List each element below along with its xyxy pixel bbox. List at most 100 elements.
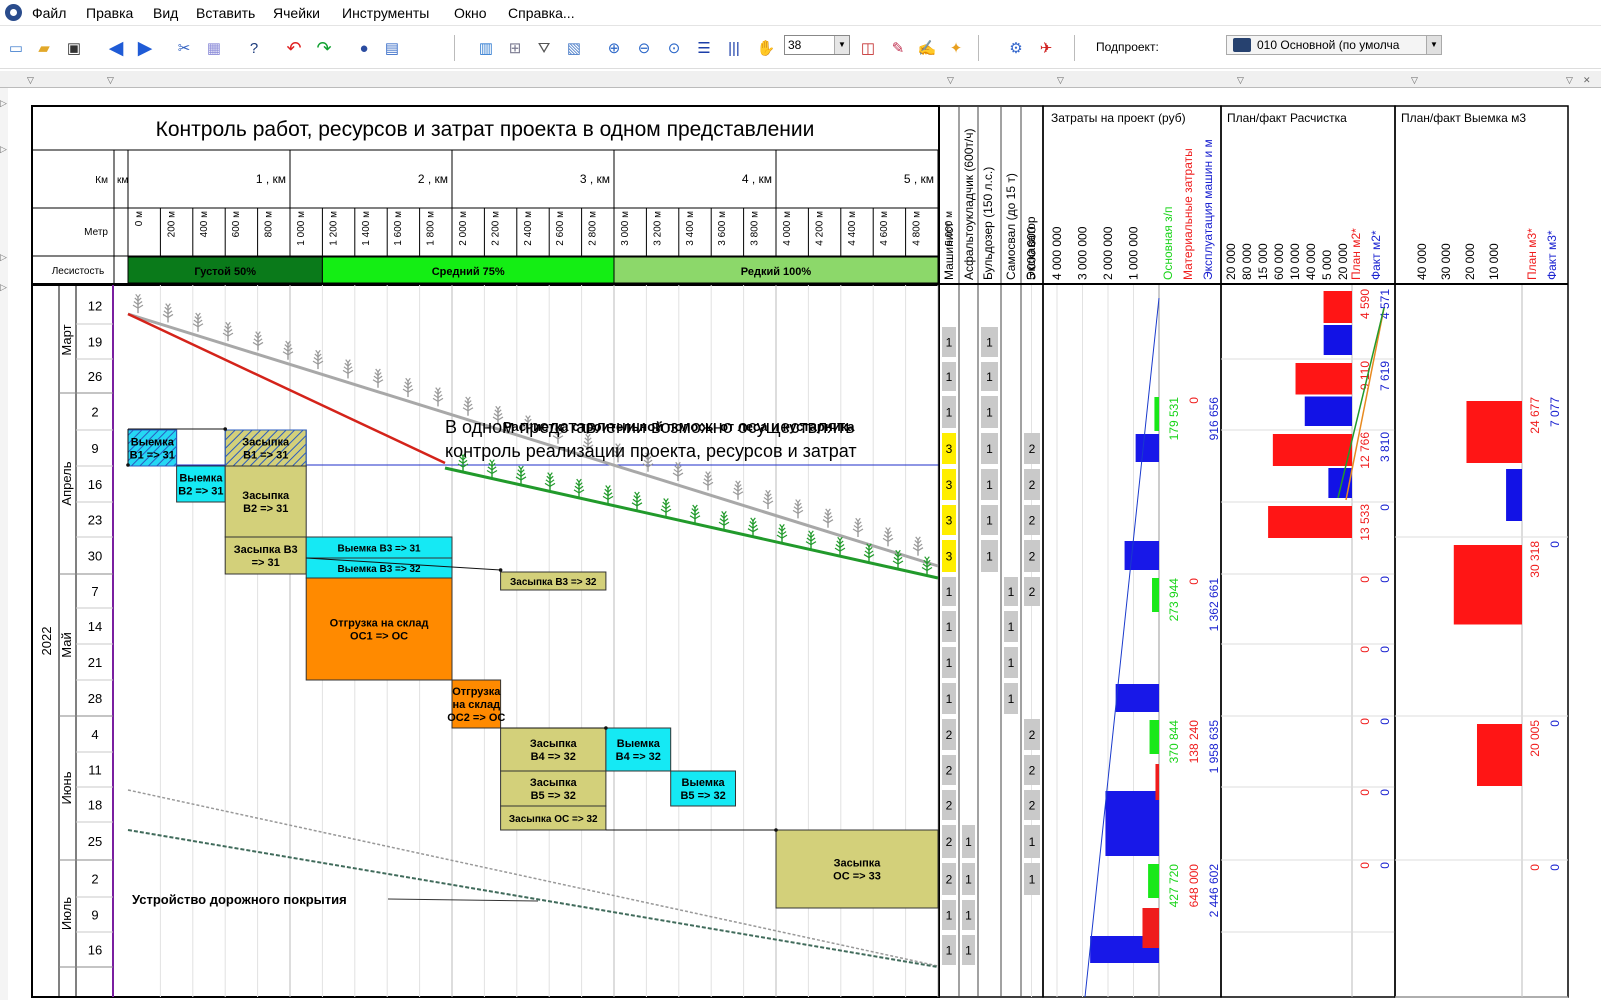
settings-icon[interactable]: ⚙ xyxy=(1009,40,1023,57)
tree-branch xyxy=(632,498,638,503)
menu-insert[interactable]: Вставить xyxy=(196,5,256,21)
clearing-axis-label: 5 000 xyxy=(1320,250,1334,280)
tree-branch xyxy=(342,369,349,374)
app-logo-icon[interactable] xyxy=(5,4,22,21)
edit-icon[interactable]: ✍ xyxy=(917,40,937,57)
plan-value: 20 005 xyxy=(1528,720,1542,757)
tree-branch xyxy=(457,463,464,468)
columns-icon[interactable]: ||| xyxy=(728,39,740,57)
subproject-select[interactable]: 010 Основной (по умолча▼ xyxy=(1226,35,1442,55)
tree-branch xyxy=(839,536,843,541)
hand-icon[interactable]: ✋ xyxy=(756,40,776,57)
page-icon[interactable]: ◫ xyxy=(860,40,876,57)
chevron-down-icon[interactable]: ▼ xyxy=(834,36,849,54)
resource-value: 1 xyxy=(986,406,993,420)
tree-branch xyxy=(520,476,527,481)
menu-file[interactable]: Файл xyxy=(32,5,67,21)
ruler-marker-icon[interactable]: ▽ xyxy=(1057,75,1064,85)
tree-branch xyxy=(549,482,556,487)
tree-branch xyxy=(465,396,469,401)
ruler-marker-icon[interactable]: ▽ xyxy=(1237,75,1244,85)
grid-icon[interactable]: ▦ xyxy=(206,40,222,57)
resource-value: 1 xyxy=(986,336,993,350)
ruler-marker-icon[interactable]: ▽ xyxy=(1566,75,1573,85)
back-arrow-icon[interactable]: ◀ xyxy=(108,37,124,59)
forest-zone xyxy=(321,256,615,284)
tree-branch xyxy=(257,338,263,343)
tree-icon xyxy=(582,433,594,454)
edit-chart-icon[interactable]: ✎ xyxy=(891,40,905,57)
resource-cell xyxy=(942,863,956,895)
ruler-marker-icon[interactable]: ▽ xyxy=(27,75,34,85)
tree-branch xyxy=(403,384,409,389)
row-marker-icon[interactable]: ▷ xyxy=(0,282,7,292)
tree-branch xyxy=(347,369,354,374)
km-mark: 4 , км xyxy=(742,172,772,186)
forward-arrow-icon[interactable]: ▶ xyxy=(137,37,153,59)
tree-branch xyxy=(603,492,609,497)
row-marker-icon[interactable]: ▷ xyxy=(0,252,7,262)
export-icon[interactable]: ✈ xyxy=(1039,40,1053,57)
tree-branch xyxy=(857,524,863,529)
user-icon[interactable]: ● xyxy=(359,39,369,57)
chart-icon[interactable]: ▥ xyxy=(478,40,494,57)
tree-branch xyxy=(767,496,773,501)
tree-branch xyxy=(467,396,471,401)
tree-branch xyxy=(857,528,864,533)
ruler-marker-icon[interactable]: ▽ xyxy=(107,75,114,85)
tree-icon xyxy=(747,517,759,537)
tree-branch xyxy=(578,478,582,483)
tree-branch xyxy=(853,524,859,529)
menu-view[interactable]: Вид xyxy=(153,5,179,21)
tree-branch xyxy=(636,502,643,507)
tree-branch xyxy=(674,465,679,470)
filter-icon[interactable]: ⛛ xyxy=(537,39,551,57)
menu-cells[interactable]: Ячейки xyxy=(273,5,320,21)
print-icon[interactable]: ▧ xyxy=(566,40,582,57)
rows-icon[interactable]: ☰ xyxy=(697,40,711,57)
tree-branch xyxy=(827,512,832,516)
undo-icon[interactable]: ↶ xyxy=(286,37,302,58)
tree-branch xyxy=(767,489,771,494)
folder-open-icon[interactable]: ▰ xyxy=(38,40,50,57)
new-file-icon[interactable]: ▭ xyxy=(8,40,24,57)
menu-window[interactable]: Окно xyxy=(454,5,487,21)
grid-small-icon[interactable]: ⊞ xyxy=(508,40,522,57)
menu-help[interactable]: Справка... xyxy=(508,5,575,21)
save-icon[interactable]: ▣ xyxy=(66,40,82,57)
excavation-axis-label: 10 000 xyxy=(1487,243,1501,280)
magic-icon[interactable]: ✦ xyxy=(949,40,963,57)
tree-branch xyxy=(732,491,739,496)
help-cursor-icon[interactable]: ? xyxy=(249,39,259,57)
row-marker-icon[interactable]: ▷ xyxy=(0,98,7,108)
tree-branch xyxy=(555,424,559,429)
metre-label: 400 м xyxy=(199,211,210,237)
ruler-marker-icon[interactable]: ▽ xyxy=(947,75,954,85)
zoom-select[interactable]: 38▼ xyxy=(784,35,850,55)
plan-value: 12 766 xyxy=(1358,432,1372,469)
menu-tools[interactable]: Инструменты xyxy=(342,5,430,21)
tree-branch xyxy=(192,323,199,328)
menu-edit[interactable]: Правка xyxy=(86,5,134,21)
tree-branch xyxy=(887,534,893,539)
tree-branch xyxy=(137,304,144,309)
toolbar-separator xyxy=(978,35,979,61)
table-icon[interactable]: ▤ xyxy=(384,40,400,57)
clearing-caption: Расчистка строительной полосы от леса и … xyxy=(503,419,855,434)
tools-icon[interactable]: ✂ xyxy=(177,40,191,57)
ruler-marker-icon[interactable]: ✕ xyxy=(1583,75,1591,85)
zoom-in-icon[interactable]: ⊕ xyxy=(607,40,621,57)
chevron-down-icon[interactable]: ▼ xyxy=(1426,36,1441,54)
ruler-marker-icon[interactable]: ▽ xyxy=(1411,75,1418,85)
tree-branch xyxy=(797,499,801,503)
row-marker-icon[interactable]: ▷ xyxy=(0,144,7,154)
tree-branch xyxy=(553,431,559,436)
zoom-fit-icon[interactable]: ⊙ xyxy=(667,40,681,57)
redo-icon[interactable]: ↷ xyxy=(316,37,332,58)
tree-branch xyxy=(193,319,199,324)
resource-cell xyxy=(942,755,956,785)
resource-value: 2 xyxy=(1029,550,1036,564)
tree-branch xyxy=(462,452,466,457)
cost-axis-label: 1 000 000 xyxy=(1127,226,1141,280)
zoom-out-icon[interactable]: ⊖ xyxy=(637,40,651,57)
